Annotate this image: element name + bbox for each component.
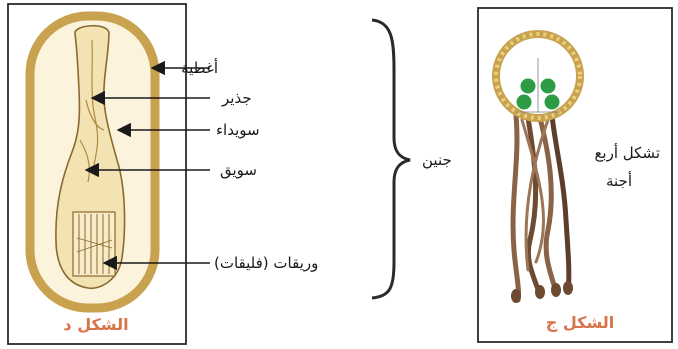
embryo-dot-3 [517, 95, 532, 110]
curly-brace [372, 20, 410, 298]
label-four-embryos-line2: أجنة [606, 171, 632, 190]
label-embryo: جنين [422, 151, 452, 169]
embryo-dot-4 [545, 95, 560, 110]
label-hypocotyl: سويداء [216, 121, 260, 139]
label-stem: سويق [220, 161, 257, 179]
embryo-dot-2 [541, 79, 556, 94]
embryo-dot-1 [521, 79, 536, 94]
label-radicle: جذير [221, 89, 252, 107]
caption-panel-d: الشكل د [63, 315, 128, 334]
label-four-embryos-line1: تشكل أربع [594, 143, 660, 162]
label-leaves: وريقات (فليقات) [214, 254, 318, 272]
leaflets [73, 212, 115, 276]
label-coverings: أغطية [181, 58, 218, 77]
caption-panel-c: الشكل ج [546, 313, 614, 332]
